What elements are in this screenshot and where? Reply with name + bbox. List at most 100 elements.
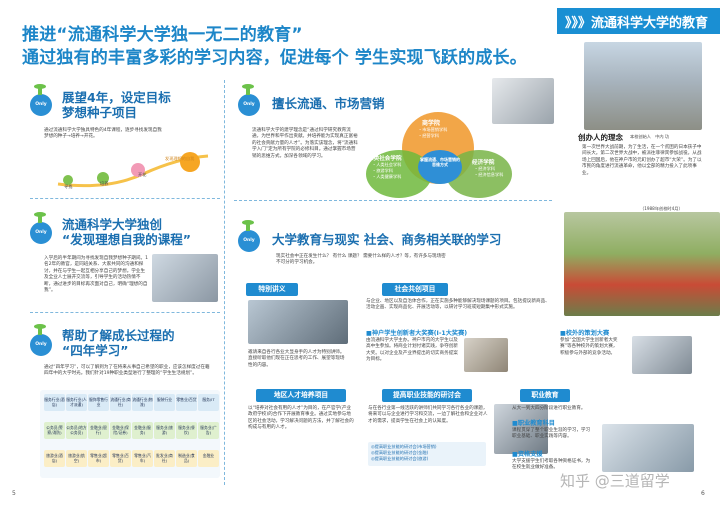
s2-title-line1: 流通科学大学独创	[62, 217, 163, 232]
grid-cell: 公务员(警察/消防)	[44, 422, 65, 439]
venn-top-item: ・市场营销学科	[418, 127, 448, 132]
venn-left-title: 人类社会学院	[368, 156, 402, 162]
headline-line1: 推进“流通科学大学独一无二的教育”	[22, 25, 303, 45]
founder-note: （1988年创校时4月）	[640, 206, 683, 211]
career-photo	[602, 424, 694, 472]
venn-center	[418, 150, 462, 184]
s1-body: 通过流通科学大学独具特色的4年课程，逐步寻找发现自我梦想的种子→培养→开花。	[44, 128, 162, 140]
contest-photo	[464, 338, 508, 372]
grid-cell: 金融业	[198, 450, 219, 467]
only-one-badge: Only One	[238, 220, 260, 265]
grid-cell: 旅游业(航空)	[66, 450, 87, 467]
s3-title-line1: 帮助了解成长过程的	[62, 328, 175, 343]
career-grid: 服务行业(酒店) 服务行业(人才派遣) 服饰零售行业 流通行业(商社) 流通行业…	[40, 390, 220, 478]
divider-s4	[234, 200, 552, 201]
grid-cell: 服务/IT	[198, 394, 219, 411]
grid-cell: 零售业/百货	[176, 394, 197, 411]
campus-contest-title: ■校外的策划大赛	[560, 330, 610, 337]
only-one-badge: Only One	[30, 324, 52, 369]
career-body1: 课程贯穿了整个职业生涯的学习，学习职业基础、职业实践等内容。	[512, 428, 591, 440]
seminar-list-box: ◎提高职业技能的研讨会(市场营销) ◎提高职业技能的研讨会(金融) ◎提高职业技…	[368, 442, 486, 466]
venn-center-label: 掌握流通、市场营销的思维方式	[420, 157, 460, 168]
seminar-list-item: ◎提高职业技能的研讨会(金融)	[371, 449, 429, 455]
s3-title-line2: “四年学习”	[62, 343, 129, 358]
founder-title: 创办人的理念	[578, 133, 623, 142]
growth-illustration	[48, 150, 223, 196]
s5-title: 大学教育与现实 社会、商务相关联的学习	[272, 232, 502, 247]
grid-cell: 零售业(汽车)	[132, 450, 153, 467]
grid-cell: 服装行业	[154, 394, 175, 411]
s5-intro: 现实社会中正在发生什么？ 有什么 课题？ 需要什么样的人才？等，有许多与现场密不…	[276, 254, 446, 266]
seminar-body: 与在各行业第一线活跃的讲师们共同学习各行各业的课题，将来可以与企业进行学习和交流…	[368, 406, 488, 424]
venn-right-item: ・经济信息学科	[474, 172, 504, 177]
divider-s1	[30, 198, 220, 199]
venn-top-title: 商学院	[422, 120, 441, 127]
seminar-list-item: ◎提高职业技能的研讨会(市场营销)	[371, 444, 437, 449]
lecture-photo	[492, 78, 554, 124]
career-body2: 大学支援学生们考取各种资格证书，为在校生就业做好准备。	[512, 459, 591, 471]
headline-line2: 通过独有的丰富多彩的学习内容，促进每个 学生实现飞跃的成长。	[22, 48, 527, 68]
grid-cell: 服务业(餐饮)	[176, 422, 197, 439]
seminar-box-title: 提高职业技能的研讨会	[382, 389, 472, 402]
venn-left-item: ・旅游学科	[372, 168, 393, 173]
grid-cell: 制造业(食品)	[176, 450, 197, 467]
joint-box-title: 社会共创项目	[382, 283, 448, 296]
founder-body: 第一次世界大战前期，为了生活，在一个贫困的日本孩子中间长大。第二次世界大战中，被…	[582, 145, 702, 176]
venn-left-item: ・人类健康学科	[372, 174, 402, 179]
grid-cell: 金融业(银行)	[88, 422, 109, 439]
career-sub1: ■职业教育科目	[512, 420, 555, 427]
campus-contest-photo	[632, 336, 692, 374]
regional-body: 以“培养对社会有用的人才”为目的，在产官学(产业政府学校)的合作下开展教育事业。…	[248, 406, 354, 431]
grid-cell: 零售业(百货)	[110, 450, 131, 467]
watermark: 知乎 @三道留学	[560, 472, 670, 490]
supermarket-photo	[564, 212, 720, 316]
career-box-title: 职业教育	[520, 389, 570, 402]
s1-label-ideal-self: 发现理想的自我	[165, 156, 195, 161]
grid-cell: 金融业(服务)	[132, 422, 153, 439]
s4-body: 流通科学大学的建学理念是“通过科学研究教育流通，为世界和平作出贡献。并培养能为实…	[252, 128, 358, 159]
career-sub2: ■资格支援	[512, 451, 543, 458]
lecture-box-title: 特别讲义	[246, 283, 298, 296]
only-one-badge: Only One	[238, 84, 260, 129]
section-tag-banner: 》》》流通科学大学的教育	[557, 8, 720, 34]
s4-title: 擅长流通、市场营销	[272, 96, 385, 111]
grid-cell: 服饰零售行业	[88, 394, 109, 411]
seminar-photo	[494, 404, 548, 454]
venn-right-title: 经济学院	[472, 160, 495, 166]
lecture-body: 邀请来自各行各业大显身手的人才为特别讲师。直接听取他们现在正在思考的工作、展望等…	[248, 350, 345, 368]
s2-body: 入学后的半年期间为寻找发现自我梦想种子期间。1名2年的教官，是同班关系、大家共同…	[44, 256, 148, 294]
seminar-list-item: ◎提高职业技能的研讨会(旅游)	[371, 455, 429, 461]
only-one-badge: Only One	[30, 212, 52, 257]
s1-title-line2: 梦想种子项目	[62, 105, 138, 120]
campus-contest-body: 参加“全国大学生创新者大奖赛”等各种校外的策划大赛，积极参与外部的竞争活动。	[560, 338, 618, 356]
growth-arrow-icon	[57, 152, 209, 188]
grid-cell: 服务业(旅游)	[154, 422, 175, 439]
s1-label-bloom: 开花	[138, 172, 147, 177]
only-one-badge: Only One	[30, 84, 52, 129]
grid-cell: 流通行业(商社)	[110, 394, 131, 411]
grid-cell: 金融业(保险/证券)	[110, 422, 131, 439]
grid-cell: 旅游业(酒店)	[44, 450, 65, 467]
grid-cell: 服务业(广告)	[198, 422, 219, 439]
joint-body: 与企业、地区以及自治体合作，正在实施多种能够解决现场课题的项目。包括提议新商品、…	[366, 299, 550, 311]
venn-right-item: ・经济学科	[474, 166, 495, 171]
founder-sub: 本校创始人 中内 功	[630, 134, 670, 139]
grid-cell: 公务员(地方公务员)	[66, 422, 87, 439]
grid-cell: 批发业(商社)	[154, 450, 175, 467]
s1-title-line1: 展望4年，设定目标	[62, 90, 171, 105]
regional-box-title: 地区人才培养项目	[256, 389, 346, 402]
founder-statue-photo	[584, 42, 702, 130]
contest-title: ■神户学生创新者大奖赛(Ⅰ-1大奖赛)	[366, 330, 468, 337]
grid-cell: 流通行业(物流)	[132, 394, 153, 411]
s1-label-find: 寻找	[64, 184, 73, 189]
page-number-right: 6	[701, 490, 705, 497]
grid-cell: 零售业(超市)	[88, 450, 109, 467]
classroom-photo	[152, 254, 218, 302]
career-intro: 从大一到大四分阶段进行职业教育。	[512, 406, 586, 411]
s3-body: 通过“四年学习”，可以了解到为了在将来从事自己希望的职业，应该怎样度过在籍四年中…	[44, 365, 210, 377]
column-divider	[224, 80, 225, 485]
contest-body: 由流通科学大学主办。神户市内的大学生以及高中生参加。将商业计划付诸实践，争夺创新…	[366, 338, 458, 363]
s1-label-grow: 培养	[100, 181, 109, 186]
venn-left-item: ・人类社会学科	[372, 162, 402, 167]
special-lecture-photo	[248, 300, 348, 344]
